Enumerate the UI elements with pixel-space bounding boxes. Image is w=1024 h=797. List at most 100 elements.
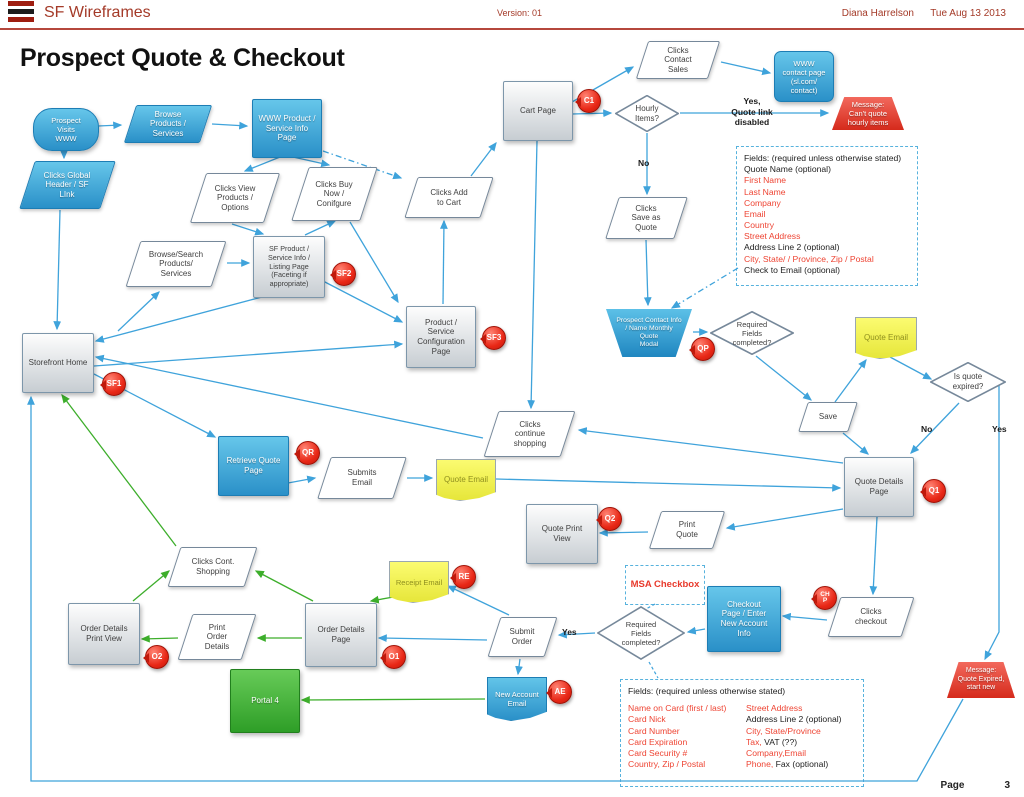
node-save[interactable]: Save [798,402,858,432]
field-line: First Name [744,175,787,186]
node-order-details-print-view[interactable]: Order Details Print View [68,603,140,665]
badge-qr[interactable]: QR [294,441,320,465]
node-quote-email-note-top[interactable]: Quote Email [855,317,917,359]
parallelogram-shape [798,402,858,432]
node-is-quote-expired-decision[interactable]: Is quote expired? [930,362,1006,402]
node-label: Quote Details Page [854,477,904,496]
node-print-order-details[interactable]: Print Order Details [177,614,257,660]
badge-sf1[interactable]: SF1 [100,372,126,396]
node-msa-checkbox-note[interactable]: MSA Checkbox [625,565,705,605]
parallelogram-shape [167,547,259,587]
field-line: Card Expiration [628,736,688,747]
checkout-fields-title: Fields: (required unless otherwise state… [628,686,856,697]
node-storefront-home[interactable]: Storefront Home [22,333,94,393]
field-line: City, State/Province [746,725,821,736]
badge-chp[interactable]: CH P [811,586,837,610]
node-required-fields-decision-2[interactable]: Required Fields completed? [597,606,685,660]
node-prospect-contact-modal[interactable]: Prospect Contact Info / Name Monthly Quo… [606,309,692,357]
badge-re[interactable]: RE [450,565,476,589]
node-www-contact-page[interactable]: WWW contact page (sl.com/ contact) [774,51,834,102]
field-line: Country [744,220,775,231]
node-browse-search[interactable]: Browse/Search Products/ Services [125,241,227,287]
field-line: Phone, Fax (optional) [746,759,829,770]
field-line: Country, Zip / Postal [628,759,706,770]
node-retrieve-quote-page[interactable]: Retrieve Quote Page [218,436,289,496]
badge-qp[interactable]: QP [689,337,715,361]
parallelogram-shape [125,241,227,287]
node-product-config-page[interactable]: Product / Service Configuration Page [406,306,476,368]
node-message-quote-expired[interactable]: Message: Quote Expired, start new [947,662,1015,698]
node-clicks-contact-sales[interactable]: Clicks Contact Sales [635,41,721,79]
node-message-cant-quote[interactable]: Message: Can't quote hourly items [832,97,904,130]
parallelogram-shape [648,511,726,549]
node-label: Receipt Email [395,577,443,587]
parallelogram-shape [177,614,257,660]
node-label: Quote Print View [541,524,583,543]
badge-ae[interactable]: AE [546,680,572,704]
node-label: Message: Quote Expired, start new [957,667,1005,692]
field-line: Address Line 2 (optional) [744,242,840,253]
badge-sf3[interactable]: SF3 [480,326,506,350]
checkout-fields-annotation: Fields: (required unless otherwise state… [620,679,864,787]
version-label: Version: 01 [497,8,543,18]
field-line: Tax, VAT (??) [746,736,798,747]
parallelogram-shape [404,177,494,218]
node-clicks-cont-shopping[interactable]: Clicks Cont. Shopping [167,547,259,587]
app-logo-icon [8,1,34,25]
footer-page-label: Page [940,780,965,791]
node-clicks-add-to-cart[interactable]: Clicks Add to Cart [404,177,494,218]
node-label: WWW contact page (sl.com/ contact) [782,58,826,95]
field-line: Fields: (required unless otherwise state… [744,153,902,163]
node-clicks-view-products[interactable]: Clicks View Products / Options [189,173,281,223]
node-submit-order[interactable]: Submit Order [487,617,557,657]
node-receipt-email-note[interactable]: Receipt Email [389,561,449,603]
node-quote-details-page[interactable]: Quote Details Page [844,457,914,517]
node-label: MSA Checkbox [630,579,700,591]
node-required-fields-decision-1[interactable]: Required Fields completed? [710,311,794,355]
node-label: Product / Service Configuration Page [417,317,465,356]
parallelogram-shape [123,105,213,143]
node-browse-products[interactable]: Browse Products / Services [123,105,213,143]
parallelogram-shape [487,617,557,657]
node-order-details-page[interactable]: Order Details Page [305,603,377,667]
node-label: Order Details Print View [80,624,128,643]
badge-o2[interactable]: O2 [143,645,169,669]
node-clicks-global-header[interactable]: Clicks Global Header / SF LInk [18,161,116,209]
node-www-product-page[interactable]: WWW Product / Service Info Page [252,99,322,158]
field-line: Company,Email [746,747,807,758]
node-clicks-continue-shopping[interactable]: Clicks continue shopping [483,411,577,457]
badge-sf2[interactable]: SF2 [330,262,356,286]
field-line: Street Address [744,231,801,242]
node-cart-page[interactable]: Cart Page [503,81,573,141]
badge-c1[interactable]: C1 [575,89,601,113]
parallelogram-shape [827,597,915,637]
node-clicks-buy-now[interactable]: Clicks Buy Now / Conifgure [290,167,378,221]
badge-q2[interactable]: Q2 [596,507,622,531]
badge-o1[interactable]: O1 [380,645,406,669]
badge-q1[interactable]: Q1 [920,479,946,503]
node-label: Order Details Page [317,625,365,644]
field-line: Name on Card (first / last) [628,703,727,714]
node-label: Checkout Page / Enter New Account Info [720,599,768,638]
node-hourly-items-decision[interactable]: Hourly Items? [615,95,679,132]
node-quote-email-note-mid[interactable]: Quote Email [436,459,496,501]
node-sf-listing-page[interactable]: SF Product / Service Info / Listing Page… [253,236,325,298]
node-label: Quote Email [863,333,909,343]
field-line: Company [744,197,781,208]
node-label: Cart Page [519,106,557,116]
node-clicks-checkout[interactable]: Clicks checkout [827,597,915,637]
node-new-account-email-note[interactable]: New Account Email [487,677,547,721]
node-label: Quote Email [443,475,489,485]
node-submits-email[interactable]: Submits Email [317,457,407,499]
node-label: Portal 4 [251,696,279,706]
edge-label-no-hourly: No [638,158,650,168]
node-clicks-save-as-quote[interactable]: Clicks Save as Quote [604,197,688,239]
node-checkout-page[interactable]: Checkout Page / Enter New Account Info [707,586,781,652]
node-quote-print-view[interactable]: Quote Print View [526,504,598,564]
parallelogram-shape [18,161,116,209]
node-print-quote[interactable]: Print Quote [648,511,726,549]
node-prospect-visits[interactable]: Prospect Visits WWW [33,108,99,151]
parallelogram-shape [290,167,378,221]
node-portal-4[interactable]: Portal 4 [230,669,300,733]
